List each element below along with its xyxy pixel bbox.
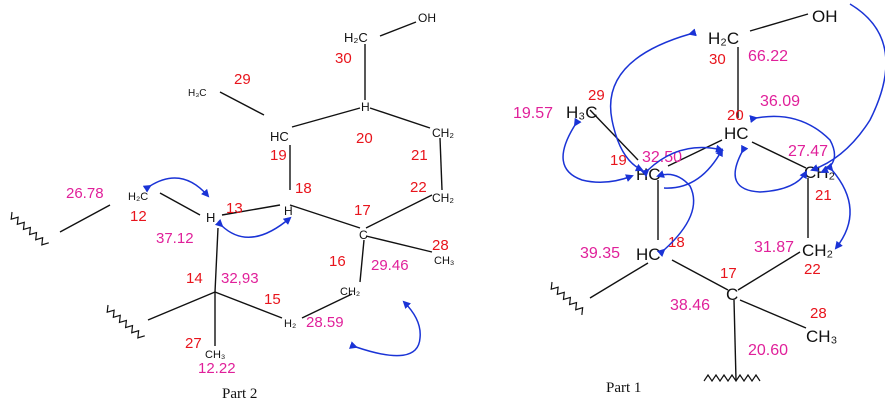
part2-shift-13: 37.12: [156, 230, 194, 247]
part1-wavy-bond-17: [703, 373, 761, 383]
part1-atom-h3c-29: H₃C: [566, 103, 597, 122]
part2-atom-oh: OH: [418, 11, 436, 25]
part2-position-15: 15: [264, 291, 281, 308]
part2-position-21: 21: [411, 147, 428, 164]
part1-position-18: 18: [668, 234, 685, 251]
part2-shift-15: 28.59: [306, 314, 344, 331]
part2-correlation-12-13: [142, 177, 210, 198]
part2-atom-ch2-21: CH₂: [432, 126, 454, 140]
part1-shift-30: 66.22: [748, 48, 788, 65]
part1-structure: H₂C OH HC H₃C HC CH₂ HC CH₂ C CH₃ 30 20 …: [513, 3, 885, 396]
part2-atom-h2-15: H₂: [284, 318, 296, 330]
part1-shift-21: 27.47: [788, 143, 828, 160]
part1-shift-22: 31.87: [754, 239, 794, 256]
part2-atom-h-13: H: [206, 210, 215, 225]
part1-shift-18: 39.35: [580, 245, 620, 262]
part1-position-29: 29: [588, 87, 605, 104]
part2-position-16: 16: [329, 253, 346, 270]
part1-atom-hc-19: HC: [636, 165, 661, 184]
part1-position-21: 21: [815, 187, 832, 204]
part2-position-19: 19: [270, 147, 287, 164]
part2-position-22: 22: [410, 179, 427, 196]
part2-wavy-bond-14: [106, 304, 145, 339]
part2-atom-ch2-16: CH₂: [340, 286, 360, 298]
part2-position-30: 30: [335, 50, 352, 67]
part1-position-22: 22: [804, 261, 821, 278]
part2-position-27: 27: [185, 335, 202, 352]
part2-shift-12: 26.78: [66, 185, 104, 202]
part1-position-20: 20: [727, 107, 744, 124]
part2-position-18: 18: [295, 180, 312, 197]
part1-shift-17: 38.46: [670, 297, 710, 314]
part1-wavy-bond-18: [550, 281, 584, 315]
part2-atom-ch3-27: CH₃: [205, 349, 225, 361]
part2-position-20: 20: [356, 130, 373, 147]
part1-correlation-oh-21: [810, 3, 885, 172]
part2-bonds: [59, 21, 443, 346]
part1-caption: Part 1: [606, 380, 641, 396]
part2-atom-h-20: H: [361, 100, 370, 114]
part2-position-29: 29: [234, 71, 251, 88]
part2-correlation-13-18: [214, 216, 292, 238]
part1-atom-hc-20: HC: [724, 124, 749, 143]
part1-correlation-19-20: [640, 144, 724, 178]
part2-shift-14: 32,93: [221, 270, 259, 287]
part2-atom-c-17: C: [359, 228, 368, 242]
part2-atom-h-18: H: [284, 204, 293, 218]
part1-bonds: [589, 13, 809, 381]
part2-atom-ch3-28: CH₃: [434, 255, 454, 267]
part2-position-14: 14: [186, 270, 203, 287]
part2-shift-27: 12.22: [198, 360, 236, 377]
part2-position-28: 28: [432, 237, 449, 254]
part2-shift-16: 29.46: [371, 257, 409, 274]
part1-correlation-20-21b: [734, 144, 807, 193]
part2-atom-h2c-12: H₂C: [128, 191, 148, 203]
part1-shift-29: 19.57: [513, 105, 553, 122]
part1-correlation-18-19: [656, 170, 695, 257]
part2-position-17: 17: [354, 202, 371, 219]
part1-atom-ch3-28: CH₃: [806, 327, 837, 346]
part1-correlation-21-22: [825, 162, 851, 250]
part2-position-13: 13: [226, 200, 243, 217]
part1-atom-oh: OH: [812, 7, 838, 26]
part1-position-30: 30: [709, 51, 726, 68]
part2-atom-hc-19: HC: [270, 129, 289, 144]
part1-atom-hc-18: HC: [636, 245, 661, 264]
part1-position-28: 28: [810, 305, 827, 322]
part1-position-17: 17: [720, 265, 737, 282]
part1-atom-h2c-30: H₂C: [708, 29, 739, 48]
part1-atom-ch2-22: CH₂: [802, 241, 833, 260]
part2-correlation-15-16: [349, 300, 421, 357]
part1-atom-c-17: C: [726, 285, 738, 304]
part1-correlation-17-20: [663, 148, 723, 189]
part2-position-12: 12: [130, 208, 147, 225]
part2-atom-h3c-29: H₃C: [188, 88, 207, 99]
part1-shift-28: 20.60: [748, 342, 788, 359]
part2-wavy-bond-12: [10, 211, 49, 246]
part2-atom-h2c-30: H₂C: [344, 30, 368, 45]
part2-structure: H₂C OH H₃C HC H CH₂ CH₂ H₂C H H C CH₃ CH…: [10, 11, 454, 402]
part1-correlation-29-19: [562, 117, 634, 183]
part2-caption: Part 2: [222, 386, 257, 402]
part2-atom-ch2-22: CH₂: [432, 191, 454, 205]
part1-shift-20: 36.09: [760, 93, 800, 110]
